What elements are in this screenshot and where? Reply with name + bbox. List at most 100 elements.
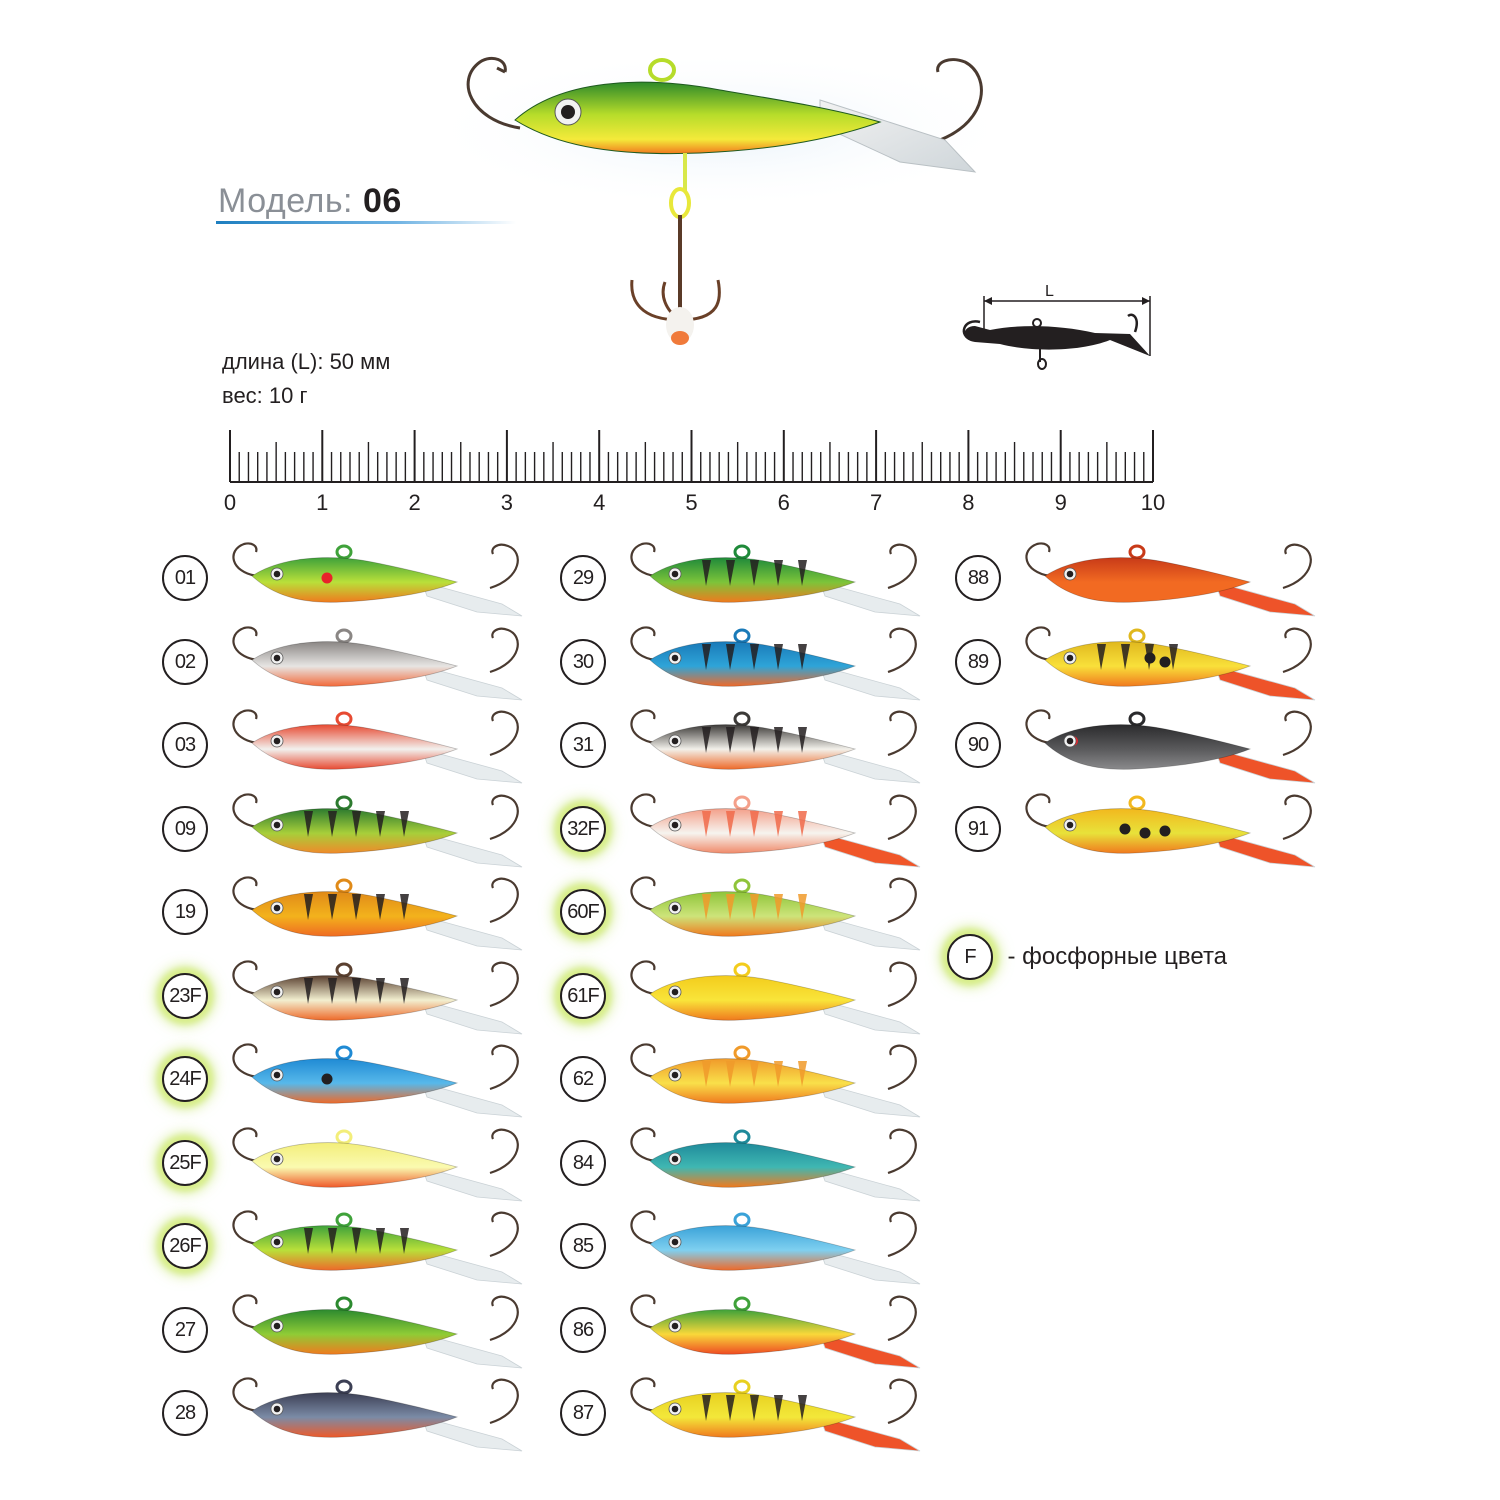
ruler-label: 5 bbox=[685, 490, 697, 515]
lure-code-badge: 91 bbox=[955, 805, 1001, 852]
lure-dot bbox=[321, 572, 333, 584]
lure-item: 01 bbox=[162, 538, 562, 618]
length-diagram: L bbox=[962, 283, 1151, 370]
lure-item: 24F bbox=[162, 1039, 562, 1119]
lure-code-badge: 84 bbox=[560, 1139, 606, 1186]
lure-item: 86 bbox=[560, 1290, 960, 1370]
lure-pupil bbox=[273, 654, 281, 661]
lure-code-badge: 90 bbox=[955, 722, 1001, 768]
lure-stripe bbox=[376, 1228, 385, 1254]
lure-image bbox=[232, 625, 523, 700]
lure-code-badge: 09 bbox=[162, 805, 208, 852]
lure-code-badge: 29 bbox=[560, 555, 606, 601]
lure-image bbox=[232, 792, 523, 867]
lure-code-badge: 03 bbox=[162, 722, 208, 768]
lure-stripe bbox=[774, 727, 783, 753]
lure-stripe bbox=[1121, 643, 1130, 670]
ruler-label: 3 bbox=[501, 490, 513, 515]
lure-pupil bbox=[671, 1071, 679, 1079]
lure-code-badge: 26F bbox=[162, 1223, 208, 1269]
lure-code-badge: 24F bbox=[162, 1056, 208, 1102]
lure-image bbox=[232, 1293, 523, 1368]
lure-image bbox=[232, 1043, 523, 1118]
lure-code-badge: 85 bbox=[560, 1223, 606, 1269]
lure-stripe bbox=[702, 1395, 711, 1421]
lure-item: 30 bbox=[560, 622, 960, 702]
lure-code-badge: 62 bbox=[560, 1056, 606, 1102]
lure-image bbox=[232, 1377, 523, 1452]
lure-item: 25F bbox=[162, 1123, 562, 1203]
lure-image bbox=[232, 1126, 523, 1201]
lure-stripe bbox=[750, 1061, 759, 1087]
lure-pupil bbox=[1066, 654, 1074, 661]
lure-stripe bbox=[798, 1061, 807, 1087]
lure-pupil bbox=[671, 654, 679, 661]
model-title: Модель: 06 bbox=[218, 182, 402, 221]
lure-image bbox=[630, 959, 921, 1034]
lure-pupil bbox=[671, 570, 679, 578]
lure-item: 87 bbox=[560, 1373, 960, 1453]
lure-stripe bbox=[726, 643, 735, 670]
lure-stripe bbox=[400, 894, 409, 920]
lure-stripe bbox=[702, 643, 711, 670]
lure-stripe bbox=[1097, 643, 1106, 670]
lure-pupil bbox=[273, 1071, 281, 1079]
lure-stripe bbox=[798, 643, 807, 670]
lure-image bbox=[630, 1210, 921, 1285]
model-number: 06 bbox=[362, 182, 402, 220]
lure-dot bbox=[321, 1073, 333, 1085]
lure-stripe bbox=[328, 1228, 337, 1254]
lure-dot bbox=[1159, 825, 1171, 836]
lure-code-badge: 28 bbox=[162, 1390, 208, 1436]
lure-stripe bbox=[750, 810, 759, 837]
lure-pupil bbox=[273, 904, 281, 912]
lure-stripe bbox=[750, 727, 759, 753]
lure-code-badge: 88 bbox=[955, 555, 1001, 601]
lure-item: 88 bbox=[955, 538, 1355, 618]
lure-dot bbox=[1139, 827, 1151, 838]
lure-item: 09 bbox=[162, 789, 562, 869]
lure-stripe bbox=[352, 810, 361, 837]
lure-code-badge: 01 bbox=[162, 555, 208, 601]
lure-stripe bbox=[400, 1228, 409, 1254]
lure-pupil bbox=[273, 570, 281, 578]
spec-length: длина (L): 50 мм bbox=[222, 349, 391, 374]
lure-dot bbox=[1159, 656, 1171, 667]
lure-stripe bbox=[376, 810, 385, 837]
lure-stripe bbox=[798, 727, 807, 753]
lure-stripe bbox=[774, 643, 783, 670]
lure-stripe bbox=[798, 560, 807, 586]
lure-stripe bbox=[774, 1061, 783, 1087]
legend-badge: F bbox=[947, 934, 993, 980]
lure-image bbox=[232, 876, 523, 951]
lure-stripe bbox=[750, 643, 759, 670]
lure-stripe bbox=[328, 810, 337, 837]
lure-stripe bbox=[702, 810, 711, 837]
lure-pupil bbox=[671, 1238, 679, 1246]
lure-item: 23F bbox=[162, 956, 562, 1036]
legend: F - фосфорные цвета bbox=[947, 934, 1227, 980]
lure-code-badge: 30 bbox=[560, 638, 606, 685]
lure-pupil bbox=[671, 1322, 679, 1329]
legend-text: - фосфорные цвета bbox=[1007, 943, 1228, 970]
ruler-label: 1 bbox=[316, 490, 328, 515]
lure-image bbox=[630, 625, 921, 700]
lure-code-badge: 89 bbox=[955, 638, 1001, 685]
ruler-label: 6 bbox=[778, 490, 790, 515]
lure-image bbox=[630, 876, 921, 951]
lure-image bbox=[630, 1126, 921, 1201]
ruler-label: 8 bbox=[962, 490, 974, 515]
lure-pupil bbox=[671, 1405, 679, 1413]
lure-pupil bbox=[273, 1405, 281, 1413]
lure-stripe bbox=[1169, 643, 1178, 670]
lure-stripe bbox=[798, 810, 807, 837]
lure-stripe bbox=[352, 894, 361, 920]
lure-pupil bbox=[671, 737, 679, 745]
lure-item: 62 bbox=[560, 1039, 960, 1119]
lure-item: 84 bbox=[560, 1123, 960, 1203]
lure-stripe bbox=[726, 1061, 735, 1087]
lure-item: 02 bbox=[162, 622, 562, 702]
model-prefix: Модель: bbox=[218, 182, 353, 220]
lure-item: 31 bbox=[560, 705, 960, 785]
lure-stripe bbox=[726, 894, 735, 920]
